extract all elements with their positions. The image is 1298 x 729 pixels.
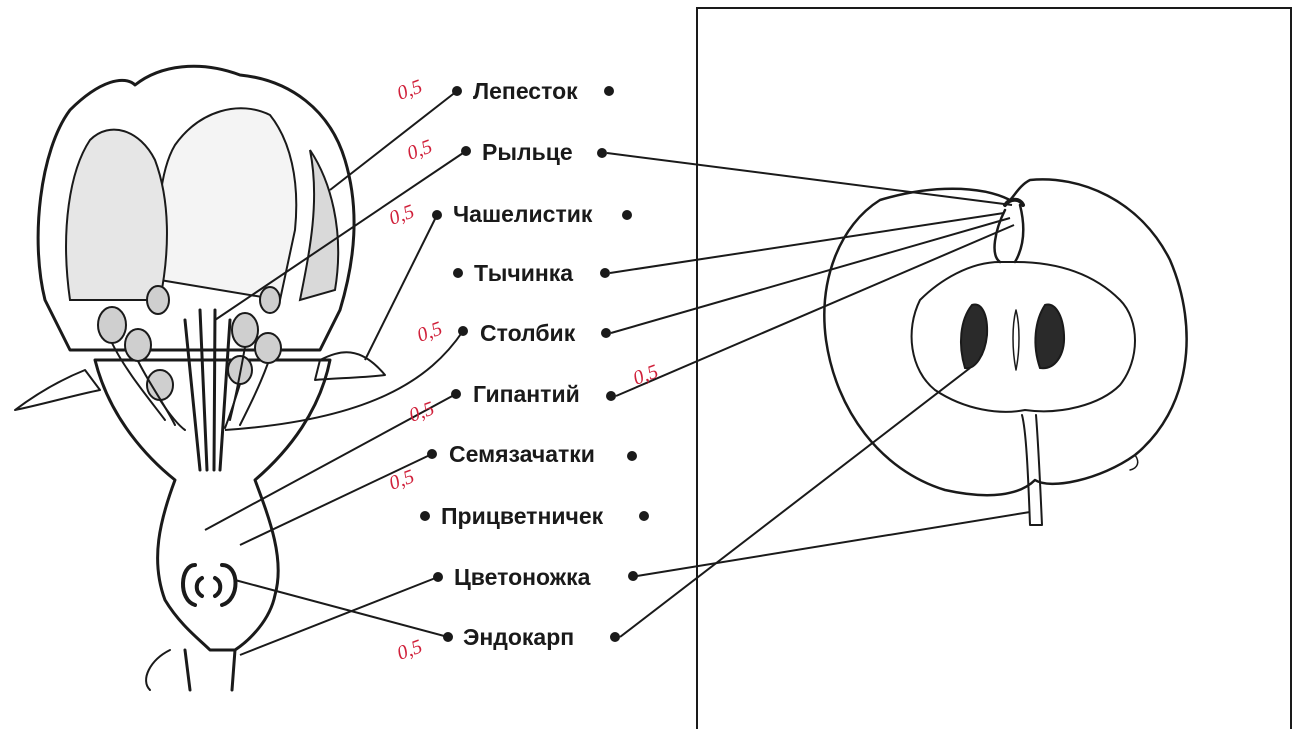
label-row-5: Гипантий [451,381,616,407]
grade-mark: 0,5 [394,635,425,664]
label-stolbik: Столбик [480,320,576,346]
label-semyazachatki: Семязачатки [449,441,595,467]
apple-panel-frame [697,8,1291,729]
grade-mark: 0,5 [404,135,435,164]
grade-mark: 0,5 [386,200,417,229]
label-row-8: Цветоножка [433,564,638,590]
grade-mark: 0,5 [386,465,417,494]
label-row-1: Рыльце [461,139,607,165]
label-chashelistik: Чашелистик [453,201,593,227]
label-row-6: Семязачатки [427,441,637,467]
grade-mark: 0,5 [630,360,661,389]
grade-mark: 0,5 [406,397,437,426]
label-gipantiy: Гипантий [473,381,580,407]
label-row-0: Лепесток [452,78,614,104]
leader-lines [205,91,1030,655]
label-row-3: Тычинка [453,260,610,286]
grade-mark: 0,5 [414,317,445,346]
grade-mark: 0,5 [394,75,425,104]
label-pritsvetnichek: Прицветничек [441,503,604,529]
label-ryltse: Рыльце [482,139,573,165]
label-lepestok: Лепесток [473,78,578,104]
label-tychinka: Тычинка [474,260,573,286]
label-row-9: Эндокарп [443,624,620,650]
label-row-7: Прицветничек [420,503,649,529]
label-row-4: Столбик [458,320,611,346]
flower-drawing [15,66,385,690]
label-endokarp: Эндокарп [463,624,574,650]
label-tsvetonozhka: Цветоножка [454,564,591,590]
label-row-2: Чашелистик [432,201,632,227]
